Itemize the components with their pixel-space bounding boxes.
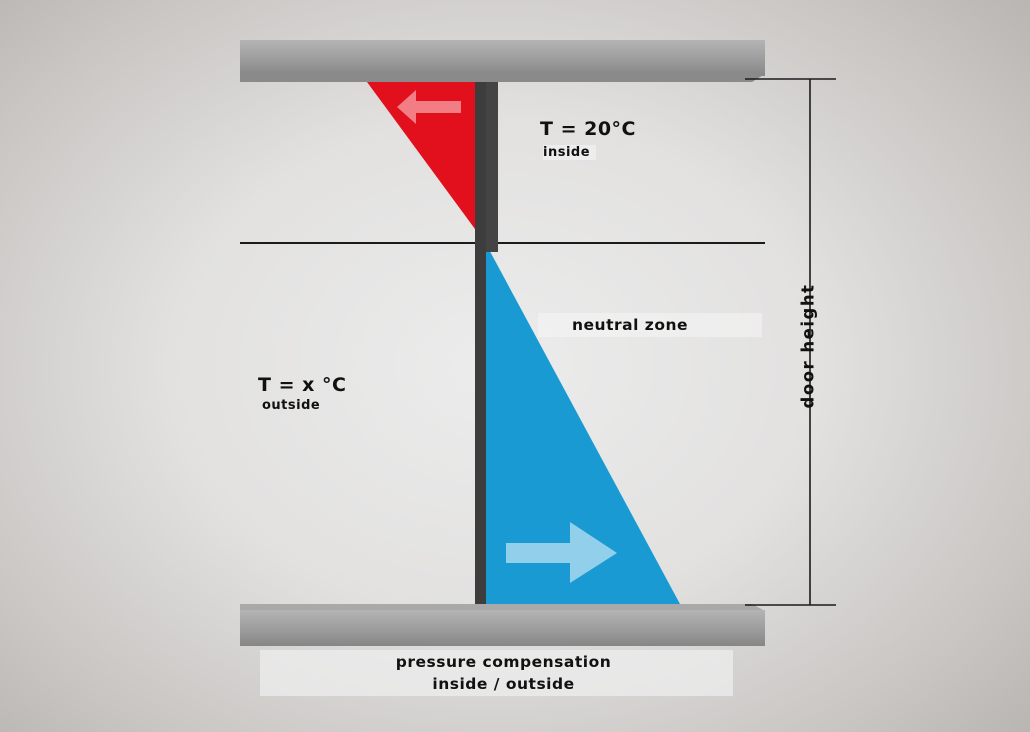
- inside-temperature-label: T = 20°C: [540, 118, 636, 140]
- outside-temperature-label: T = x °C: [258, 374, 347, 396]
- neutral-zone-label: neutral zone: [572, 316, 689, 334]
- neutral-zone-label-plate: [538, 313, 762, 337]
- caption-line-1: pressure compensation: [395, 653, 612, 671]
- door-panel-edge: [486, 82, 498, 252]
- outside-label: outside: [262, 398, 321, 413]
- caption-line-2: inside / outside: [432, 675, 575, 693]
- door-height-label: door height: [798, 283, 818, 409]
- door-height-dimension: [745, 78, 836, 606]
- caption-plate: [260, 650, 733, 696]
- door-panel: [475, 82, 486, 604]
- arrow-right-icon: [506, 522, 617, 583]
- warm-air-triangle: [367, 82, 486, 244]
- bottom-plate: [240, 604, 765, 646]
- cold-air-triangle: [486, 244, 680, 604]
- top-plate: [240, 40, 765, 82]
- arrow-left-icon: [397, 90, 461, 124]
- inside-label: inside: [543, 145, 597, 160]
